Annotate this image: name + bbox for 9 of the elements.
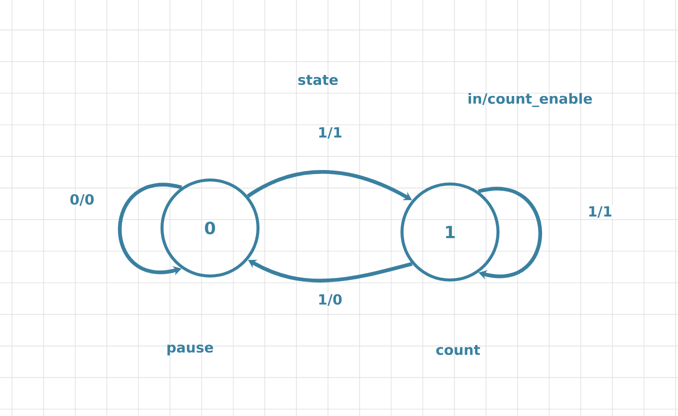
transition-arrow (478, 186, 542, 280)
edge-label: 0/0 (70, 194, 94, 206)
note-label: count (436, 344, 480, 356)
note-label: pause (167, 344, 214, 356)
note-label: state (298, 74, 338, 86)
edge-label: 1/1 (589, 206, 612, 218)
note-label: in/count_enable (468, 93, 592, 107)
edge-label: 1/0 (319, 294, 342, 306)
edge-label: 1/1 (319, 127, 342, 139)
